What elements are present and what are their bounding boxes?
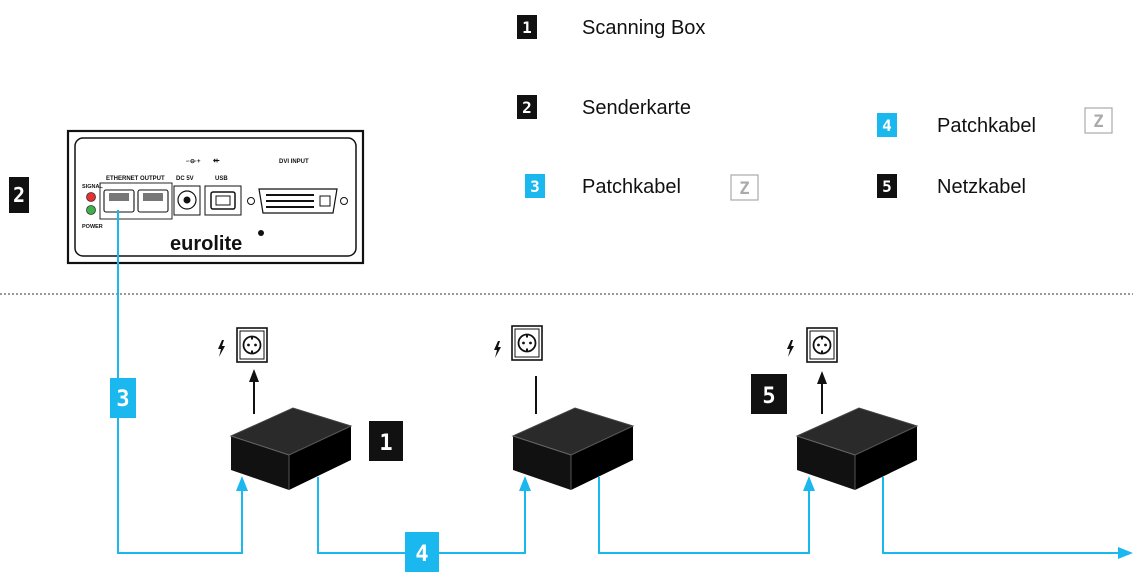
box-body — [796, 407, 918, 491]
usb-port — [210, 191, 236, 210]
signal-label: SIGNAL — [82, 184, 103, 190]
arrow-up-icon — [519, 476, 531, 491]
legend-tag-3-text: Z — [739, 179, 749, 199]
sender-badge-box — [9, 177, 29, 213]
legend: 1 Scanning Box 2 Senderkarte 3 Patchkabe… — [517, 15, 1113, 201]
ethernet-port-2-pins — [143, 193, 163, 201]
legend-tag-4 — [1084, 107, 1113, 134]
patch-cable-box-3-out — [882, 477, 1120, 554]
legend-item-3: 3 Patchkabel Z — [525, 174, 759, 201]
legend-label-4: Patchkabel — [937, 115, 1036, 137]
legend-badge-2 — [517, 95, 537, 119]
legend-badge-1 — [517, 15, 537, 39]
legend-badge-3-num: 3 — [530, 177, 540, 196]
arrow-up-icon — [236, 476, 248, 491]
socket-icon — [236, 327, 268, 363]
ethernet-frame — [99, 182, 173, 220]
socket-icon — [806, 327, 838, 363]
dvi-label: DVI INPUT — [279, 159, 309, 165]
legend-item-4: 4 Patchkabel Z — [877, 107, 1113, 137]
dc-symbol-icon: -·⊖·+ — [186, 159, 201, 165]
box-badge-num: 1 — [379, 431, 392, 456]
cable-badge-3-num: 3 — [116, 387, 129, 412]
usb-label: USB — [215, 176, 228, 182]
box-body — [512, 407, 634, 491]
sender-badge: 2 — [9, 177, 29, 213]
registered-mark-icon — [258, 230, 264, 236]
legend-label-1: Scanning Box — [582, 17, 705, 39]
arrow-right-icon — [1118, 547, 1133, 559]
dvi-screw-right — [340, 197, 348, 205]
legend-item-2: 2 Senderkarte — [517, 95, 691, 119]
legend-badge-5 — [877, 174, 897, 198]
ethernet-port-1-pins — [109, 193, 129, 201]
scanning-box-2 — [494, 325, 634, 491]
legend-label-5: Netzkabel — [937, 176, 1026, 198]
brand-logo: eurolite — [170, 233, 242, 255]
ethernet-label: ETHERNET OUTPUT — [106, 176, 165, 182]
scanning-box-1 — [218, 327, 352, 491]
legend-label-3: Patchkabel — [582, 176, 681, 198]
power-led — [86, 205, 96, 215]
legend-badge-4-num: 4 — [882, 116, 892, 135]
legend-item-5: 5 Netzkabel — [877, 174, 1026, 198]
cable-badge-4: 4 — [405, 532, 439, 572]
legend-badge-1-num: 1 — [522, 18, 532, 37]
arrow-up-icon — [249, 369, 259, 382]
socket-icon — [511, 325, 543, 361]
lightning-icon — [494, 341, 501, 358]
usb-port-inner — [215, 195, 231, 206]
box-body — [230, 407, 352, 491]
dc-jack-pin — [183, 196, 191, 204]
legend-badge-5-num: 5 — [882, 177, 892, 196]
lightning-icon — [218, 340, 225, 357]
legend-badge-4 — [877, 113, 897, 137]
usb-symbol-icon: ⇷ — [213, 156, 220, 165]
cable-arrowheads — [236, 476, 1133, 559]
power-badge-num: 5 — [762, 384, 775, 409]
power-badge: 5 — [751, 374, 787, 414]
box-badge: 1 — [369, 421, 403, 461]
legend-badge-2-num: 2 — [522, 98, 532, 117]
legend-tag-3 — [730, 174, 759, 201]
sender-badge-num: 2 — [13, 183, 25, 207]
signal-led — [86, 192, 96, 202]
cable-badge-3: 3 — [110, 378, 136, 418]
patch-cable-box-2-to-box-3 — [598, 477, 810, 554]
legend-label-2: Senderkarte — [582, 97, 691, 119]
arrow-up-icon — [817, 371, 827, 384]
power-label: POWER — [82, 224, 103, 230]
dvi-screw-left — [247, 197, 255, 205]
legend-item-1: 1 Scanning Box — [517, 15, 705, 39]
dvi-pins — [266, 194, 331, 208]
sender-card-panel: SIGNAL POWER ETHERNET OUTPUT -·⊖·+ DC 5V… — [66, 129, 365, 265]
scanning-box-3 — [787, 327, 918, 491]
legend-badge-3 — [525, 174, 545, 198]
cable-badge-4-num: 4 — [415, 542, 428, 567]
legend-tag-4-text: Z — [1093, 112, 1103, 132]
lightning-icon — [787, 340, 794, 357]
dc-label: DC 5V — [176, 176, 194, 182]
arrow-up-icon — [803, 476, 815, 491]
